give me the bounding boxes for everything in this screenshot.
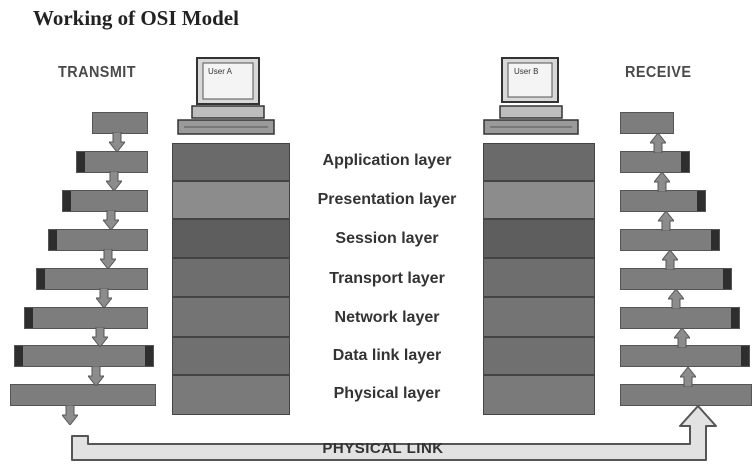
stack-a-datalink xyxy=(172,337,290,375)
stack-a-session xyxy=(172,219,290,258)
transmit-pdu-transport xyxy=(48,229,148,251)
stack-b-session xyxy=(483,219,595,258)
receive-pdu-transport xyxy=(620,229,720,251)
down-arrow-icon xyxy=(100,249,116,269)
down-arrow-icon xyxy=(106,171,122,191)
receive-pdu-bits xyxy=(620,384,752,406)
receive-pdu-application xyxy=(620,112,674,134)
receive-pdu-network xyxy=(620,268,732,290)
receive-pdu-presentation xyxy=(620,151,690,173)
transmit-pdu-network xyxy=(36,268,148,290)
layer-label-presentation: Presentation layer xyxy=(317,191,457,208)
receive-pdu-physical-frame xyxy=(620,345,750,367)
layer-label-session: Session layer xyxy=(335,230,439,247)
up-arrow-icon xyxy=(680,367,696,387)
stack-b-presentation xyxy=(483,181,595,219)
down-arrow-icon xyxy=(62,405,78,425)
transmit-pdu-datalink xyxy=(24,307,148,329)
transmit-pdu-session xyxy=(62,190,148,212)
computer-b-icon: User B xyxy=(483,57,579,135)
transmit-pdu-application xyxy=(92,112,148,134)
receive-label: RECEIVE xyxy=(625,64,692,81)
up-arrow-icon xyxy=(668,289,684,309)
stack-a-application xyxy=(172,143,290,181)
down-arrow-icon xyxy=(92,327,108,347)
stack-a-network xyxy=(172,297,290,337)
stack-b-transport xyxy=(483,258,595,297)
transmit-pdu-presentation xyxy=(76,151,148,173)
physical-link-arrow xyxy=(71,405,717,461)
up-arrow-icon xyxy=(658,211,674,231)
diagram-title: Working of OSI Model xyxy=(33,6,239,30)
transmit-pdu-physical-frame xyxy=(14,345,154,367)
layer-label-application: Application layer xyxy=(322,152,452,169)
stack-b-network xyxy=(483,297,595,337)
up-arrow-icon xyxy=(662,250,678,270)
down-arrow-icon xyxy=(88,366,104,386)
stack-a-presentation xyxy=(172,181,290,219)
up-arrow-icon xyxy=(674,328,690,348)
transmit-pdu-bits xyxy=(10,384,156,406)
up-arrow-icon xyxy=(650,133,666,153)
down-arrow-icon xyxy=(96,288,112,308)
computer-a-icon: User A xyxy=(177,57,275,135)
layer-label-network: Network layer xyxy=(334,309,440,326)
layer-label-datalink: Data link layer xyxy=(332,347,442,364)
layer-label-transport: Transport layer xyxy=(329,270,445,287)
down-arrow-icon xyxy=(109,132,125,152)
stack-b-datalink xyxy=(483,337,595,375)
physical-link-label: PHYSICAL LINK xyxy=(322,440,444,457)
receive-pdu-datalink xyxy=(620,307,740,329)
stack-a-physical xyxy=(172,375,290,415)
transmit-label: TRANSMIT xyxy=(58,64,136,81)
stack-b-application xyxy=(483,143,595,181)
stack-b-physical xyxy=(483,375,595,415)
up-arrow-icon xyxy=(654,172,670,192)
stack-a-transport xyxy=(172,258,290,297)
computer-a-screen-label: User A xyxy=(208,67,233,76)
layer-label-physical: Physical layer xyxy=(333,385,441,402)
down-arrow-icon xyxy=(103,210,119,230)
receive-pdu-session xyxy=(620,190,706,212)
computer-b-screen-label: User B xyxy=(514,67,538,76)
